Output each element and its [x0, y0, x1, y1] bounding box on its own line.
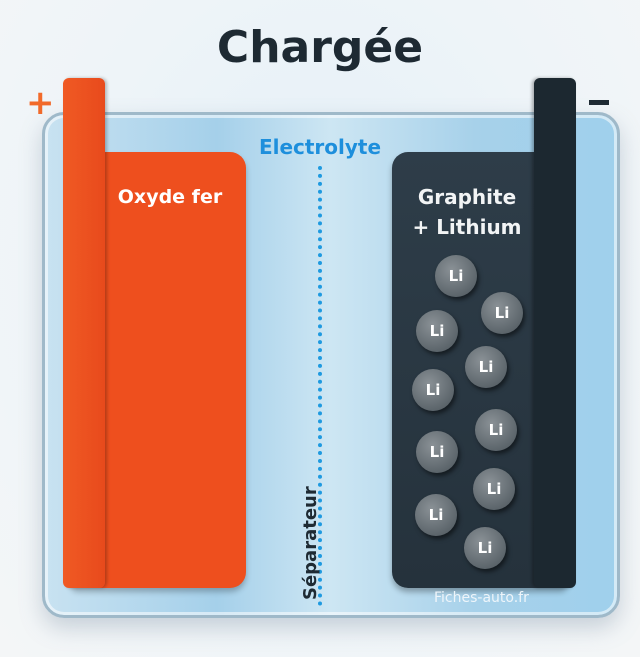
- positive-electrode-label: Oxyde fer: [117, 186, 223, 208]
- separator-label: Séparateur: [300, 486, 321, 600]
- negative-terminal-sign: [589, 100, 609, 105]
- lithium-ion: Li: [415, 494, 457, 536]
- lithium-ion: Li: [435, 255, 477, 297]
- lithium-ion: Li: [465, 346, 507, 388]
- lithium-ion: Li: [416, 310, 458, 352]
- negative-electrode-tab: [534, 78, 576, 588]
- lithium-ion: Li: [481, 292, 523, 334]
- lithium-ion: Li: [475, 409, 517, 451]
- positive-electrode-tab: [63, 78, 105, 588]
- electrolyte-label: Electrolyte: [258, 135, 382, 159]
- lithium-ion: Li: [464, 527, 506, 569]
- negative-label-line1: Graphite: [417, 185, 517, 209]
- watermark: Fiches-auto.fr: [434, 590, 529, 606]
- positive-terminal-sign: +: [26, 83, 55, 123]
- lithium-ion: Li: [412, 369, 454, 411]
- negative-electrode-label: Graphite + Lithium: [392, 182, 542, 242]
- negative-label-line2: + Lithium: [412, 215, 522, 239]
- lithium-ion: Li: [473, 468, 515, 510]
- diagram-title: Chargée: [216, 22, 424, 73]
- lithium-ion: Li: [416, 431, 458, 473]
- separator-line: [318, 166, 322, 606]
